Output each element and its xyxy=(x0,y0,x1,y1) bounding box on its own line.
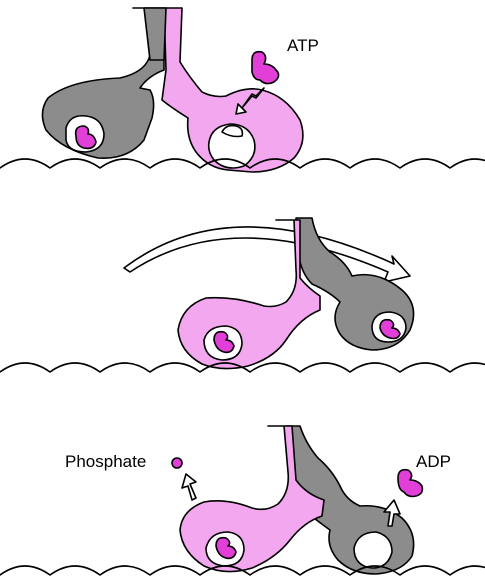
phosphate-label: Phosphate xyxy=(65,452,146,472)
panel-1-atp-binding xyxy=(0,8,485,172)
power-stroke-arrow-icon xyxy=(124,227,410,282)
adp-label: ADP xyxy=(416,452,451,472)
panel-3-product-release xyxy=(0,426,485,575)
phosphate-icon xyxy=(172,458,182,468)
myosin-head-pink xyxy=(144,8,303,172)
atp-molecule-icon xyxy=(252,52,279,84)
myosin-head-gray xyxy=(42,8,164,158)
panel-2-power-stroke xyxy=(0,218,485,372)
phosphate-release-arrow-icon xyxy=(182,474,196,500)
atp-label: ATP xyxy=(287,36,319,56)
adp-molecule-icon xyxy=(398,470,422,497)
myosin-head-gray-2 xyxy=(296,218,414,350)
